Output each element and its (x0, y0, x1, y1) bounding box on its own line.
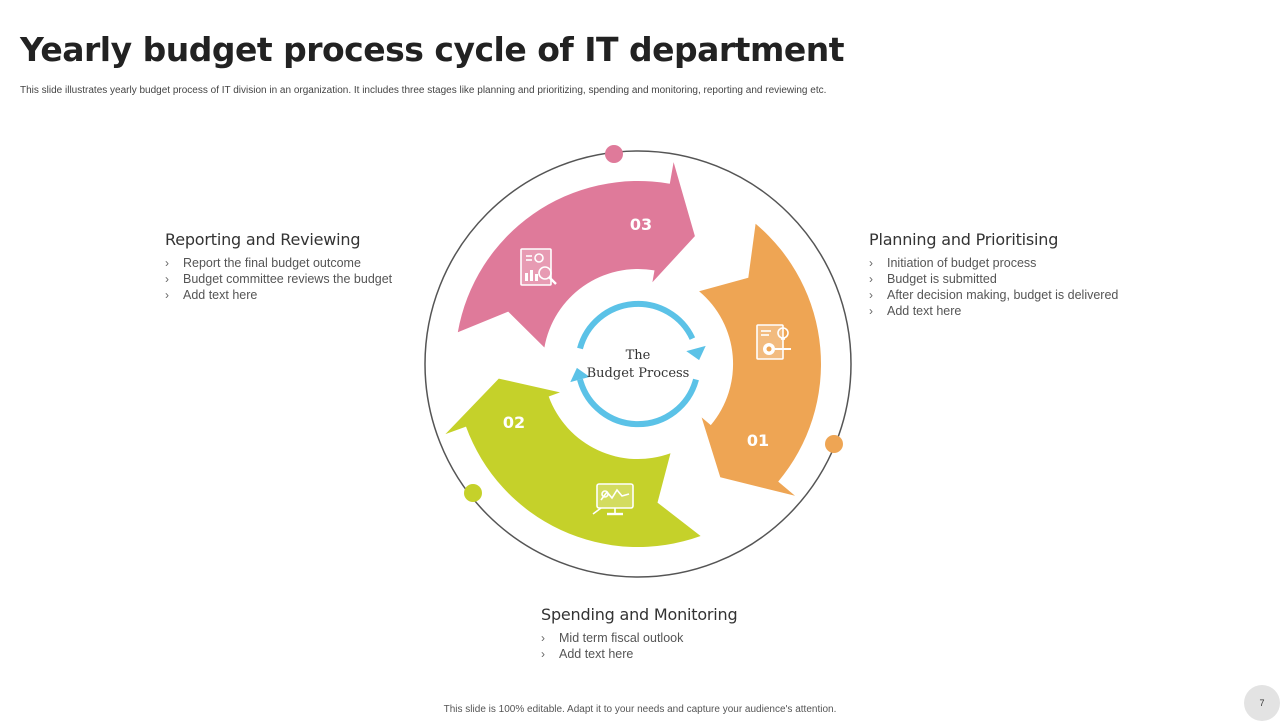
bullet-item: Add text here (541, 646, 737, 662)
slide-subtitle: This slide illustrates yearly budget pro… (20, 85, 827, 96)
bullet-item: Add text here (165, 287, 392, 303)
slide-title: Yearly budget process cycle of IT depart… (20, 30, 844, 69)
stage-block-reporting: Reporting and Reviewing Report the final… (165, 230, 392, 303)
stage-heading-planning: Planning and Prioritising (869, 230, 1059, 249)
bullet-item: Add text here (869, 303, 1118, 319)
stage-block-planning: Planning and Prioritising Initiation of … (869, 230, 1118, 319)
cycle-arrow-arc-right (577, 378, 699, 428)
stage-number-planning: 01 (747, 431, 769, 450)
cycle-arrow-head-right (686, 345, 706, 361)
ring-dot-spending (464, 484, 482, 502)
ring-dot-reporting (605, 145, 623, 163)
stage-block-spending: Spending and Monitoring Mid term fiscal … (541, 605, 738, 662)
stage-arrow-reporting (457, 162, 695, 348)
planning-gear-icon (756, 324, 791, 360)
stage-arrow-planning (699, 223, 821, 496)
bullet-item: Report the final budget outcome (165, 255, 392, 271)
stage-arrow-spending (445, 378, 701, 548)
center-label-line1: The (626, 348, 651, 363)
monitor-chart-icon (592, 483, 634, 516)
bullet-item: Budget committee reviews the budget (165, 271, 392, 287)
cycle-arrow-head-left (570, 367, 590, 383)
outer-ring (424, 150, 852, 578)
stage-number-reporting: 03 (630, 215, 652, 234)
ring-dot-planning (825, 435, 843, 453)
stage-heading-spending: Spending and Monitoring (541, 605, 738, 624)
slide-footer: This slide is 100% editable. Adapt it to… (443, 704, 837, 715)
stage-heading-reporting: Reporting and Reviewing (165, 230, 361, 249)
bullet-item: Mid term fiscal outlook (541, 630, 737, 646)
page-number-badge: 7 (1244, 685, 1280, 721)
report-search-icon (520, 248, 557, 286)
bullet-item: Budget is submitted (869, 271, 1118, 287)
bullet-item: Initiation of budget process (869, 255, 1118, 271)
center-label-line2: Budget Process (587, 366, 690, 381)
bullet-item: After decision making, budget is deliver… (869, 287, 1118, 303)
cycle-arrow-arc-left (577, 300, 696, 350)
stage-number-spending: 02 (503, 413, 525, 432)
